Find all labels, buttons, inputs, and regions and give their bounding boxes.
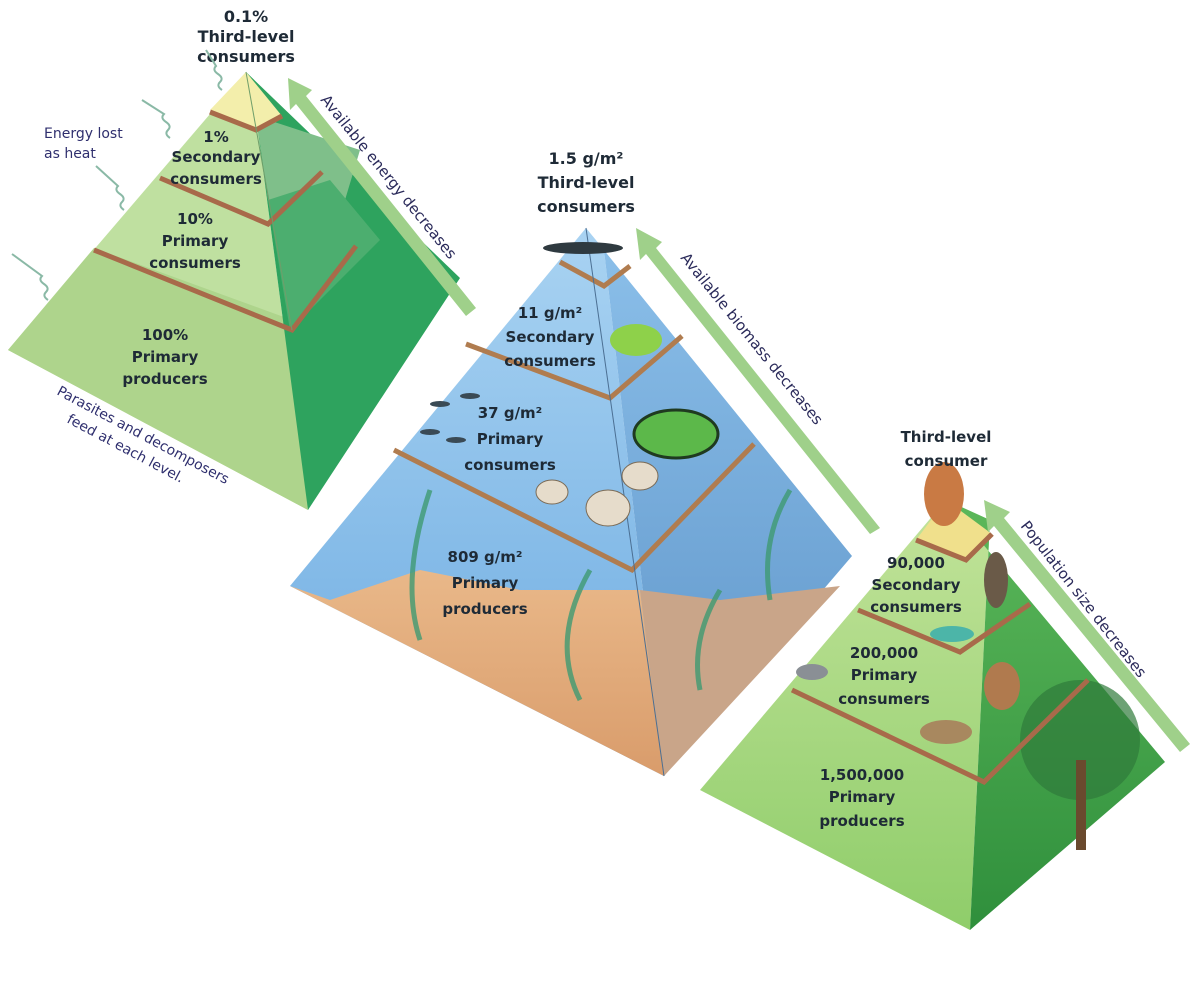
numbers-band-3	[790, 678, 1090, 786]
heat-arrow-icon	[141, 99, 171, 139]
numbers-apex	[916, 500, 992, 558]
numbers-level-2-name: Secondary	[872, 576, 961, 594]
biomass-level-3-name: Primary	[477, 430, 544, 448]
numbers-level-4-name2: producers	[819, 812, 904, 830]
energy-level-2-value: 1%	[203, 128, 228, 146]
biomass-band-1	[558, 259, 632, 289]
mole-icon	[796, 664, 828, 680]
numbers-level-1-name: Third-level	[901, 428, 992, 446]
energy-level-1-value: 0.1%	[224, 7, 268, 26]
numbers-arrow-icon	[984, 500, 1190, 752]
energy-right-upper	[268, 180, 380, 330]
energy-level-4-name2: producers	[122, 370, 207, 388]
biomass-level-4-name: Primary	[452, 574, 519, 592]
numbers-band-2	[857, 601, 1032, 655]
numbers-level-4-name: Primary	[829, 788, 896, 806]
numbers-level-3-value: 200,000	[850, 644, 918, 662]
energy-base-left	[8, 248, 308, 510]
biomass-level-1-name: Third-level	[538, 173, 635, 192]
biomass-level-2-value: 11 g/m²	[518, 304, 583, 322]
snail-icon	[535, 479, 569, 505]
numbers-band-1	[915, 532, 994, 563]
energy-level-3-value: 10%	[177, 210, 213, 228]
energy-apex	[210, 72, 282, 130]
tree-icon	[1020, 680, 1140, 800]
biomass-level-1-name2: consumers	[537, 197, 635, 216]
numbers-level-2-name2: consumers	[870, 598, 962, 616]
energy-level-2-name2: consumers	[170, 170, 262, 188]
energy-edge	[245, 71, 293, 331]
energy-level-1-name: Third-level	[198, 27, 295, 46]
energy-level-3-name2: consumers	[149, 254, 241, 272]
numbers-level-4-value: 1,500,000	[820, 766, 904, 784]
energy-level-4-name: Primary	[132, 348, 199, 366]
energy-band-2	[159, 170, 324, 227]
biomass-level-2-name2: consumers	[504, 352, 596, 370]
small-fish-icon	[420, 393, 480, 443]
biomass-level-1-value: 1.5 g/m²	[549, 149, 624, 168]
numbers-level-1-name2: consumer	[905, 452, 988, 470]
fish-icon	[543, 242, 623, 254]
energy-level-2-name: Secondary	[172, 148, 261, 166]
heat-arrow-icon	[205, 49, 223, 91]
chipmunk-icon	[984, 662, 1020, 710]
heat-arrow-icon	[95, 165, 125, 211]
energy-pyramid: 0.1% Third-level consumers 1% Secondary …	[8, 7, 476, 510]
heat-arrow-icon	[11, 253, 49, 301]
snail-icon	[585, 489, 631, 527]
fox-icon	[924, 462, 964, 526]
numbers-level-3-name: Primary	[851, 666, 918, 684]
energy-level-4-value: 100%	[142, 326, 188, 344]
biomass-level-3-name2: consumers	[464, 456, 556, 474]
biomass-level-4-name2: producers	[442, 600, 527, 618]
numbers-level-2-value: 90,000	[887, 554, 945, 572]
tree-trunk	[1076, 760, 1086, 850]
biomass-level-3-value: 37 g/m²	[478, 404, 543, 422]
biomass-pyramid: 1.5 g/m² Third-level consumers 11 g/m² S…	[290, 149, 880, 777]
energy-level-1-name2: consumers	[197, 47, 295, 66]
energy-arrow-icon	[288, 78, 476, 316]
turtle-icon	[632, 408, 720, 460]
biomass-arrow-icon	[636, 228, 880, 534]
biomass-sand-right	[640, 586, 840, 776]
heat-note-line2: as heat	[44, 146, 96, 162]
heat-arrows	[11, 49, 223, 301]
energy-level-3-name: Primary	[162, 232, 229, 250]
snail-icon	[621, 461, 659, 491]
biomass-level-4-value: 809 g/m²	[448, 548, 523, 566]
heat-note-line1: Energy lost	[44, 126, 123, 142]
biomass-level-2-name: Secondary	[506, 328, 595, 346]
hawk-icon	[984, 552, 1008, 608]
biomass-band-3	[392, 442, 756, 574]
sunfish-icon	[610, 324, 662, 356]
numbers-level-3-name2: consumers	[838, 690, 930, 708]
seaweed-icon	[409, 488, 793, 702]
snake-icon	[930, 626, 974, 642]
mouse-icon	[920, 720, 972, 744]
